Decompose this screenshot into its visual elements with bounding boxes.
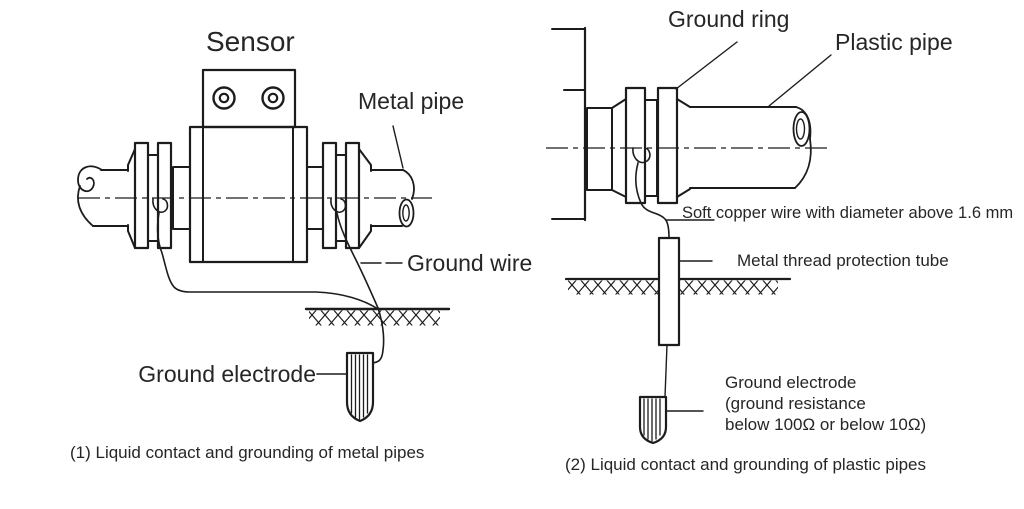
- label-sensor: Sensor: [206, 26, 295, 57]
- leader-ground-ring: [675, 41, 738, 90]
- electrode-hatch: [643, 398, 661, 442]
- bolt-icon: [261, 86, 285, 110]
- weld-cone: [676, 98, 691, 198]
- label-protection-tube: Metal thread protection tube: [737, 251, 949, 270]
- pipe-end-curl: [77, 165, 103, 193]
- bolt-icon: [212, 86, 236, 110]
- label-metal-pipe: Metal pipe: [358, 88, 464, 114]
- flange-set-left: [133, 141, 191, 250]
- label-ground-wire: Ground wire: [407, 250, 532, 276]
- svg-text:(ground resistance: (ground resistance: [725, 394, 866, 413]
- metal-pipe-right: [370, 169, 415, 228]
- electrode-wire: [664, 344, 668, 398]
- svg-text:below 100Ω or below 10Ω): below 100Ω or below 10Ω): [725, 415, 926, 434]
- plastic-pipe: [689, 106, 812, 189]
- electrode-hatch: [350, 354, 369, 420]
- caption-panel-1: (1) Liquid contact and grounding of meta…: [70, 443, 424, 462]
- ground-electrode-left: [345, 351, 375, 423]
- terminal-box: [201, 68, 297, 129]
- label-soft-copper-wire: Soft copper wire with diameter above 1.6…: [682, 204, 1013, 222]
- sensor-edge: [551, 26, 587, 222]
- panel-metal-pipes: Sensor Metal pipe Ground wire Ground ele…: [70, 26, 532, 462]
- pipe-end-curl: [402, 169, 415, 200]
- earth-hatch: [309, 310, 440, 326]
- caption-panel-2: (2) Liquid contact and grounding of plas…: [565, 455, 926, 474]
- weld-cone: [611, 98, 627, 198]
- bolt-icon: [218, 92, 230, 104]
- label-ground-ring: Ground ring: [668, 6, 789, 32]
- soft-copper-wire: [632, 147, 670, 239]
- weld-cone: [127, 148, 136, 249]
- label-ground-electrode-block: Ground electrode (ground resistance belo…: [725, 373, 926, 434]
- leader-plastic-pipe: [768, 54, 832, 107]
- ground-surface: [304, 307, 451, 326]
- protection-tube: [657, 236, 681, 347]
- ground-electrode-right: [638, 395, 668, 445]
- label-ground-electrode: Ground electrode: [138, 361, 316, 387]
- label-plastic-pipe: Plastic pipe: [835, 29, 953, 55]
- panel-plastic-pipes: Ground ring Plastic pipe Soft copper wir…: [546, 6, 1013, 474]
- svg-text:Ground electrode: Ground electrode: [725, 373, 856, 392]
- flange-plate: [344, 141, 361, 250]
- ground-wire-left: [152, 198, 379, 310]
- bolt-icon: [267, 92, 279, 104]
- metal-pipe-left: [77, 148, 136, 249]
- ground-ring: [656, 86, 679, 205]
- flange-plate: [156, 141, 173, 250]
- leader-metal-pipe: [392, 125, 404, 169]
- neck: [586, 107, 613, 191]
- flange-ring-stack: [586, 86, 691, 205]
